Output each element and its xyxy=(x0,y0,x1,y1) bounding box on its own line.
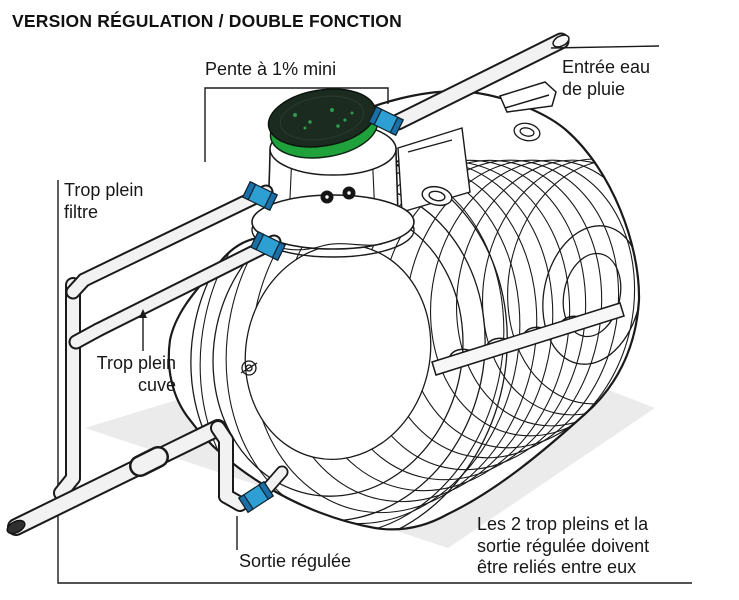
front-valve-detail xyxy=(240,360,258,376)
inlet-pipe xyxy=(389,32,570,131)
filter-overflow-pipe xyxy=(65,184,274,300)
label-note: Les 2 trop pleins et la sortie régulée d… xyxy=(477,514,650,577)
blue-connector-inlet xyxy=(367,105,405,137)
tank-overflow-pipe xyxy=(68,234,282,350)
filter-neck xyxy=(251,88,415,258)
leader-lines xyxy=(139,45,660,550)
blue-connector-outlet xyxy=(237,480,275,514)
label-outlet: Sortie régulée xyxy=(239,551,352,571)
overflow-vertical-pipe xyxy=(53,277,81,501)
leader-slope-bracket xyxy=(204,87,389,162)
blue-connector-tank-overflow xyxy=(249,230,287,262)
leader-line-connection xyxy=(57,180,692,584)
lid-speckles xyxy=(293,108,354,130)
neck-side-plate xyxy=(397,127,471,213)
drain-pipe xyxy=(6,419,227,536)
page-title: VERSION RÉGULATION / DOUBLE FONCTION xyxy=(12,11,402,31)
label-inlet: Entrée eau de pluie xyxy=(562,57,651,99)
tank-front-rings xyxy=(168,156,508,530)
label-tank-overflow: Trop plein cuve xyxy=(96,353,176,395)
lifting-lug xyxy=(498,81,557,113)
label-filter-overflow: Trop plein filtre xyxy=(64,180,144,222)
inlet-pipe-end xyxy=(552,34,570,48)
regulated-outlet-pipe xyxy=(210,420,289,512)
drain-pipe-open-end xyxy=(6,519,26,535)
neck-holes xyxy=(320,186,356,204)
tank-side-rail xyxy=(431,302,625,376)
tank-body xyxy=(167,81,641,531)
leader-tank-overflow-arrow xyxy=(139,309,147,318)
vent-oval xyxy=(513,122,541,142)
leader-inlet xyxy=(550,45,660,49)
label-slope: Pente à 1% mini xyxy=(205,59,337,79)
overflow-pipes xyxy=(53,184,282,501)
blue-connector-filter-overflow xyxy=(241,180,279,212)
